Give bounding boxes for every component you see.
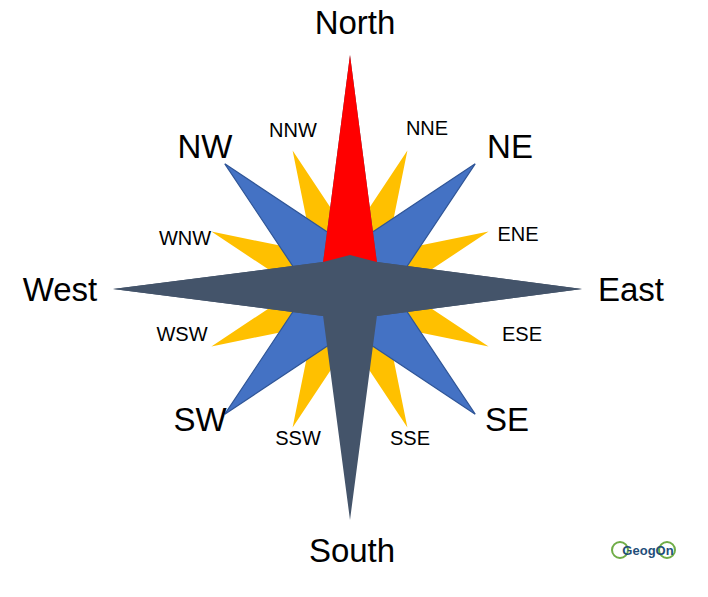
direction-label: West — [23, 273, 98, 306]
direction-label: ESE — [502, 324, 542, 344]
direction-label: SSW — [275, 428, 321, 448]
direction-label: NW — [178, 130, 233, 163]
direction-label: NE — [487, 130, 533, 163]
direction-label: ENE — [497, 224, 538, 244]
direction-label: SW — [173, 403, 226, 436]
direction-label: East — [598, 273, 664, 306]
direction-label: WNW — [159, 228, 211, 248]
direction-label: WSW — [156, 324, 207, 344]
direction-label: North — [315, 6, 396, 39]
direction-label: South — [309, 534, 395, 567]
direction-label: SE — [485, 403, 529, 436]
direction-label: NNE — [406, 118, 448, 138]
cardinal-crossbar — [113, 255, 582, 316]
north-arm — [323, 55, 377, 262]
watermark: GeogOn — [622, 544, 673, 557]
cardinal-star — [113, 55, 582, 520]
direction-label: SSE — [390, 428, 430, 448]
direction-label: NNW — [269, 120, 317, 140]
